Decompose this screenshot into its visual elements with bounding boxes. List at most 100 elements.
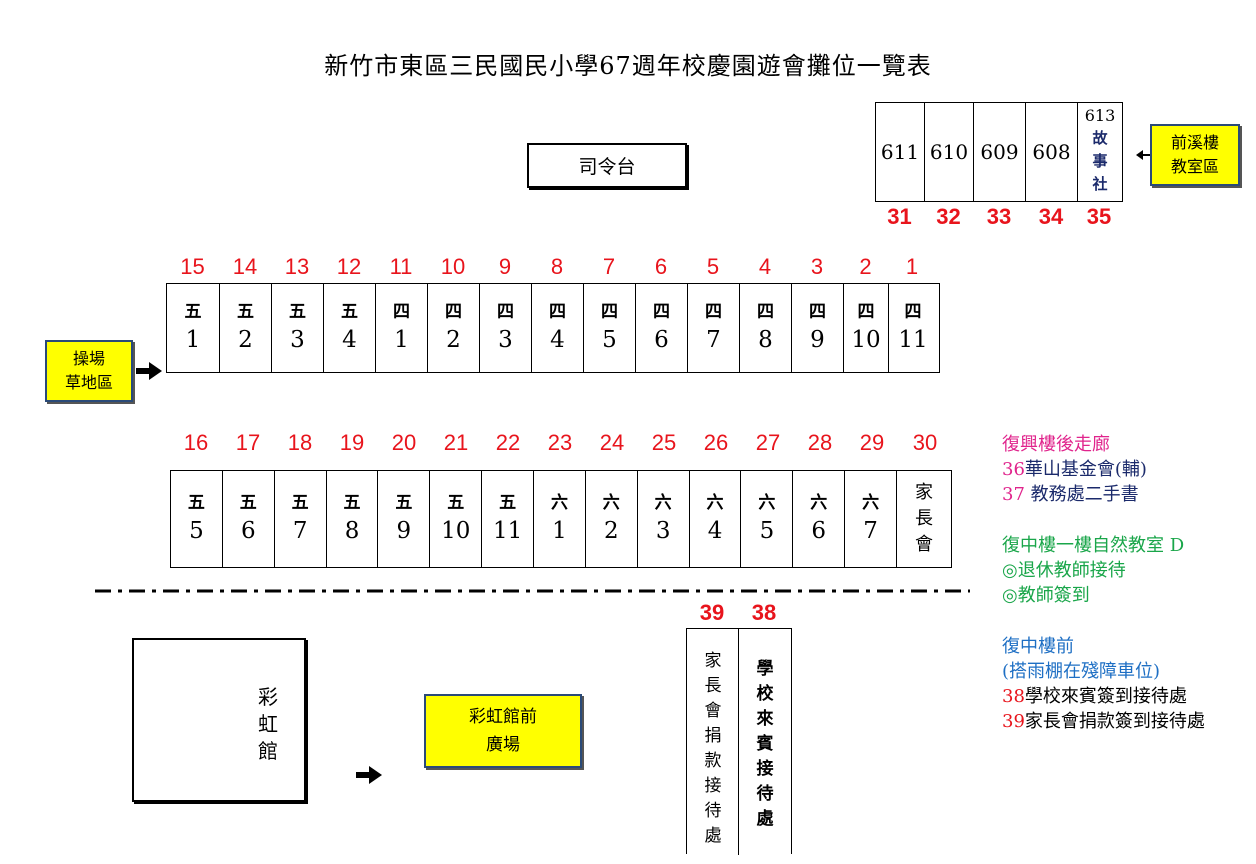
parents-association-cell: 家長會 <box>897 471 951 567</box>
rainbow-hall-box: 彩 虹 館 <box>132 638 306 802</box>
legend-item: 36華山基金會(輔) <box>1002 457 1252 482</box>
booth-number: 38 <box>751 600 777 625</box>
booth-grade: 五 <box>343 493 361 513</box>
legend-num: 37 <box>1002 484 1025 505</box>
booth-number: 5 <box>706 254 720 279</box>
booth-number: 29 <box>859 430 885 455</box>
booth-class: 6 <box>654 327 669 353</box>
arrow-left-icon <box>1136 150 1150 160</box>
booth-number: 23 <box>547 430 573 455</box>
arrow-right-icon <box>356 766 382 784</box>
booth-class: 8 <box>758 327 773 353</box>
story-char: 故 <box>1092 129 1108 147</box>
legend-subtitle: (搭雨棚在殘障車位) <box>1002 661 1161 682</box>
booth-number: 6 <box>654 254 668 279</box>
booth-class: 7 <box>292 518 308 544</box>
page-title: 新竹市東區三民國民小學67週年校慶園遊會攤位一覽表 <box>324 52 932 80</box>
booth-number: 24 <box>599 430 625 455</box>
booth-number: 12 <box>336 254 362 279</box>
booth-grade: 六 <box>654 493 672 513</box>
reception-char: 會 <box>704 701 722 721</box>
reception-char: 款 <box>704 751 722 771</box>
reception-char: 捐 <box>704 726 722 746</box>
booth-grade: 四 <box>497 302 514 322</box>
room-number: 608 <box>1032 140 1071 164</box>
booth-class: 10 <box>851 327 881 353</box>
booth-number: 31 <box>887 204 912 229</box>
hall-char: 虹 <box>258 712 278 736</box>
reception-char: 待 <box>704 801 722 821</box>
booth-grade: 四 <box>549 302 566 322</box>
sign-line: 草地區 <box>64 373 113 392</box>
booth-grade: 五 <box>187 493 205 513</box>
booth-grade: 五 <box>341 302 358 322</box>
booth-number: 9 <box>498 254 512 279</box>
divider-line <box>95 589 970 593</box>
reception-char: 賓 <box>756 734 774 754</box>
booth-number: 26 <box>703 430 729 455</box>
story-room-cell: 613 故 事 社 <box>1078 103 1122 201</box>
reception-char: 處 <box>756 809 774 829</box>
parents-donation-reception: 家長會捐款接待處 <box>687 649 739 849</box>
legend-item: 39家長會捐款簽到接待處 <box>1002 709 1252 734</box>
booth-class: 4 <box>342 327 357 353</box>
legend-text: 家長會捐款簽到接待處 <box>1024 711 1205 732</box>
booth-grade: 六 <box>810 493 828 513</box>
booth-number: 30 <box>912 430 938 455</box>
booth-grade: 五 <box>237 302 254 322</box>
booth-grade: 四 <box>705 302 722 322</box>
story-char: 社 <box>1092 175 1108 193</box>
booth-class: 9 <box>396 518 412 544</box>
booth-grade: 四 <box>857 302 875 322</box>
booth-number: 22 <box>495 430 521 455</box>
parents-char: 家 <box>914 482 933 503</box>
arrow-right-icon <box>136 362 162 380</box>
story-char: 事 <box>1092 152 1108 170</box>
reception-char: 接 <box>704 776 722 796</box>
parents-char: 長 <box>914 508 933 529</box>
booth-class: 2 <box>238 327 253 353</box>
booth-grade: 六 <box>550 493 568 513</box>
stage-label: 司令台 <box>578 156 636 178</box>
legend-num: 39 <box>1002 711 1025 732</box>
booth-number: 10 <box>440 254 466 279</box>
room-number: 610 <box>929 140 969 164</box>
booth-class: 4 <box>707 518 723 544</box>
booth-number: 39 <box>699 600 725 625</box>
booth-number: 4 <box>758 254 772 279</box>
booth-grade: 四 <box>393 302 410 322</box>
booth-number: 35 <box>1086 204 1112 229</box>
booth-grade: 五 <box>499 493 517 513</box>
legend-item: ◎教師簽到 <box>1002 585 1090 606</box>
legend-text: 教務處二手書 <box>1024 484 1139 505</box>
front-building-rooms: 611 610 609 608 613 故 事 社 <box>875 102 1123 202</box>
booth-grade: 五 <box>447 493 465 513</box>
reception-booths: 家長會捐款接待處 學校來賓接待處 <box>686 628 792 855</box>
booth-class: 9 <box>810 327 825 353</box>
booth-grade: 六 <box>862 493 880 513</box>
room-number: 609 <box>980 140 1019 164</box>
reception-char: 學 <box>756 659 774 679</box>
booth-class: 3 <box>290 327 305 353</box>
booth-class: 6 <box>240 518 256 544</box>
booth-class: 7 <box>863 518 878 544</box>
booth-grade: 四 <box>809 302 826 322</box>
booth-grade: 五 <box>184 302 202 322</box>
rainbow-hall-label: 彩 虹 館 <box>258 684 278 765</box>
booth-number: 28 <box>807 430 833 455</box>
booth-number: 17 <box>235 430 261 455</box>
hall-char: 彩 <box>258 685 278 709</box>
booth-number: 21 <box>443 430 469 455</box>
